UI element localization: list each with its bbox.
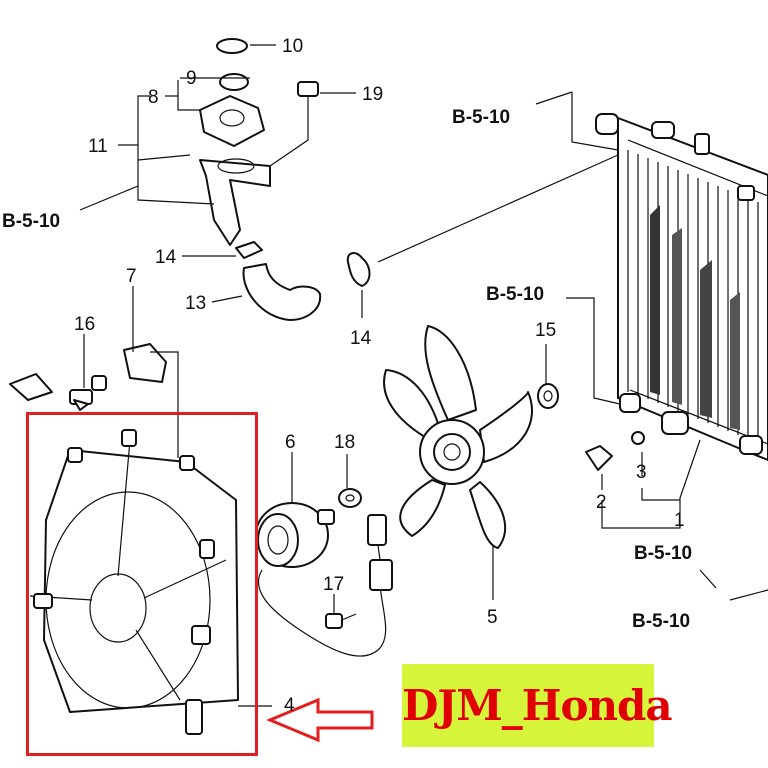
callout-13: 13	[185, 293, 206, 314]
callout-10: 10	[282, 36, 303, 57]
callout-19: 19	[362, 84, 383, 105]
callout-9: 9	[186, 68, 197, 89]
callout-5: 5	[487, 607, 498, 628]
clamp-14a	[235, 241, 263, 259]
fan-motor	[255, 502, 393, 657]
fan-blade	[383, 325, 533, 549]
radiator-cap-8	[199, 95, 265, 147]
mount-pad	[9, 373, 53, 401]
callout-3: 3	[636, 462, 647, 483]
nut-15	[537, 383, 559, 409]
pointer-arrow	[266, 697, 374, 743]
callout-15: 15	[535, 320, 556, 341]
bracket-7	[123, 343, 167, 383]
clamp-14b	[346, 252, 371, 287]
leader-lines	[79, 44, 768, 707]
callout-14b: 14	[350, 328, 372, 349]
callout-1: 1	[674, 510, 685, 531]
callout-2: 2	[596, 492, 607, 513]
watermark-text: DJM_Honda	[402, 681, 673, 730]
callout-7: 7	[126, 266, 137, 287]
bolt-17	[325, 613, 357, 629]
drain-plug	[585, 431, 645, 471]
seal-9	[219, 73, 249, 91]
callout-18: 18	[334, 432, 355, 453]
seal-10	[216, 38, 248, 54]
ref-label-left: B-5-10	[2, 211, 60, 232]
callout-14a: 14	[155, 247, 177, 268]
hose-13	[242, 263, 322, 321]
ref-label-top: B-5-10	[452, 107, 510, 128]
callout-11: 11	[88, 136, 108, 157]
watermark-background	[402, 664, 654, 747]
callout-17: 17	[323, 574, 344, 595]
ref-label-mid: B-5-10	[486, 284, 544, 305]
radiator	[595, 113, 768, 461]
callout-16: 16	[74, 314, 95, 335]
highlight-box	[26, 412, 258, 756]
callout-8: 8	[148, 87, 159, 108]
ref-label-lower: B-5-10	[634, 543, 692, 564]
washer-18	[338, 488, 362, 508]
callout-6: 6	[285, 432, 296, 453]
bolt-16	[69, 375, 107, 411]
fan-shroud	[29, 429, 239, 735]
ref-label-bottom: B-5-10	[632, 611, 690, 632]
filler-neck-11	[199, 158, 271, 246]
callout-4: 4	[284, 695, 295, 716]
bolt-19	[297, 81, 319, 118]
radiator-core	[627, 150, 759, 443]
